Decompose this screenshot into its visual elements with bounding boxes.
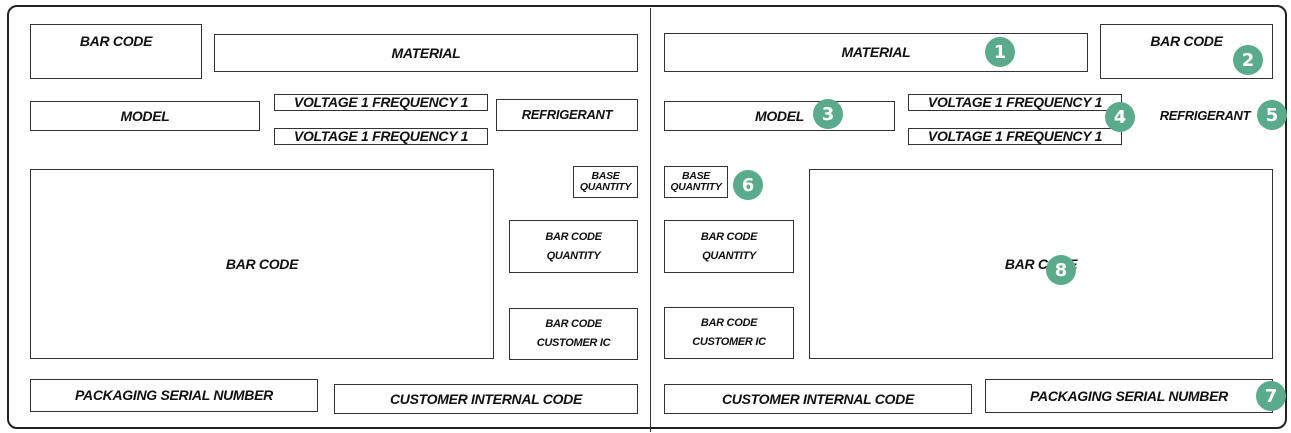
left-bar-code-quantity-line1: BAR CODE xyxy=(545,230,602,243)
left-voltage-frequency-2: VOLTAGE 1 FREQUENCY 1 xyxy=(274,128,488,145)
left-base-quantity-line2: QUANTITY xyxy=(579,181,632,193)
left-refrigerant: REFRIGERANT xyxy=(496,99,638,131)
marker-badge-7: 7 xyxy=(1256,381,1286,411)
right-bar-code-customer: BAR CODE CUSTOMER IC xyxy=(664,307,794,359)
right-refrigerant: REFRIGERANT xyxy=(1130,102,1280,130)
left-material: MATERIAL xyxy=(214,34,638,72)
left-packaging-serial-number-label: PACKAGING SERIAL NUMBER xyxy=(75,387,273,404)
right-customer-internal-code-label: CUSTOMER INTERNAL CODE xyxy=(721,390,914,407)
left-voltage-frequency-1: VOLTAGE 1 FREQUENCY 1 xyxy=(274,94,488,111)
left-packaging-serial-number: PACKAGING SERIAL NUMBER xyxy=(30,379,318,412)
right-refrigerant-label: REFRIGERANT xyxy=(1159,107,1251,123)
left-bar-code-customer: BAR CODE CUSTOMER IC xyxy=(509,308,638,360)
left-bar-code-top-label: BAR CODE xyxy=(79,33,153,49)
right-base-quantity-line1: BASE xyxy=(682,169,710,182)
left-voltage-frequency-1-label: VOLTAGE 1 FREQUENCY 1 xyxy=(293,94,469,111)
right-bar-code-main: BAR CODE xyxy=(809,169,1273,359)
left-bar-code-quantity: BAR CODE QUANTITY xyxy=(509,220,638,273)
left-model-label: MODEL xyxy=(120,107,170,124)
right-bar-code-top: BAR CODE xyxy=(1100,24,1273,79)
marker-badge-8: 8 xyxy=(1046,255,1076,285)
right-voltage-frequency-2-label: VOLTAGE 1 FREQUENCY 1 xyxy=(927,128,1103,145)
right-customer-internal-code: CUSTOMER INTERNAL CODE xyxy=(664,384,972,414)
right-material: MATERIAL xyxy=(664,33,1088,72)
right-bar-code-quantity-line1: BAR CODE xyxy=(700,230,758,243)
marker-badge-2: 2 xyxy=(1233,45,1263,75)
marker-badge-1: 1 xyxy=(985,37,1015,67)
right-model: MODEL xyxy=(664,101,895,131)
left-bar-code-main-label: BAR CODE xyxy=(225,255,299,272)
right-base-quantity-line2: QUANTITY xyxy=(670,181,722,193)
right-material-label: MATERIAL xyxy=(841,44,911,61)
right-base-quantity: BASE QUANTITY xyxy=(664,166,728,198)
right-bar-code-quantity: BAR CODE QUANTITY xyxy=(664,220,794,273)
left-bar-code-quantity-line2: QUANTITY xyxy=(546,249,601,262)
left-customer-internal-code: CUSTOMER INTERNAL CODE xyxy=(334,384,638,414)
left-bar-code-customer-line1: BAR CODE xyxy=(545,318,602,331)
right-model-label: MODEL xyxy=(754,107,805,124)
left-base-quantity: BASE QUANTITY xyxy=(573,166,638,198)
left-bar-code-main: BAR CODE xyxy=(30,169,494,359)
marker-badge-4: 4 xyxy=(1105,102,1135,132)
left-base-quantity-line1: BASE xyxy=(591,169,620,182)
left-material-label: MATERIAL xyxy=(391,44,461,61)
right-voltage-frequency-2: VOLTAGE 1 FREQUENCY 1 xyxy=(908,128,1122,145)
left-customer-internal-code-label: CUSTOMER INTERNAL CODE xyxy=(389,390,582,407)
left-bar-code-top: BAR CODE xyxy=(30,24,202,79)
right-bar-code-customer-line1: BAR CODE xyxy=(700,317,758,330)
right-bar-code-quantity-line2: QUANTITY xyxy=(702,249,756,262)
right-voltage-frequency-1-label: VOLTAGE 1 FREQUENCY 1 xyxy=(927,94,1103,111)
right-bar-code-customer-line2: CUSTOMER IC xyxy=(692,336,766,348)
marker-badge-6: 6 xyxy=(733,170,763,200)
left-refrigerant-label: REFRIGERANT xyxy=(521,106,613,122)
right-bar-code-top-label: BAR CODE xyxy=(1150,33,1223,49)
right-packaging-serial-number: PACKAGING SERIAL NUMBER xyxy=(985,379,1273,413)
right-packaging-serial-number-label: PACKAGING SERIAL NUMBER xyxy=(1030,387,1228,404)
marker-badge-3: 3 xyxy=(813,99,843,129)
left-bar-code-customer-line2: CUSTOMER IC xyxy=(536,337,611,349)
left-model: MODEL xyxy=(30,101,260,131)
marker-badge-5: 5 xyxy=(1257,100,1287,130)
panel-divider xyxy=(650,8,651,432)
right-voltage-frequency-1: VOLTAGE 1 FREQUENCY 1 xyxy=(908,94,1122,111)
left-voltage-frequency-2-label: VOLTAGE 1 FREQUENCY 1 xyxy=(293,128,469,145)
